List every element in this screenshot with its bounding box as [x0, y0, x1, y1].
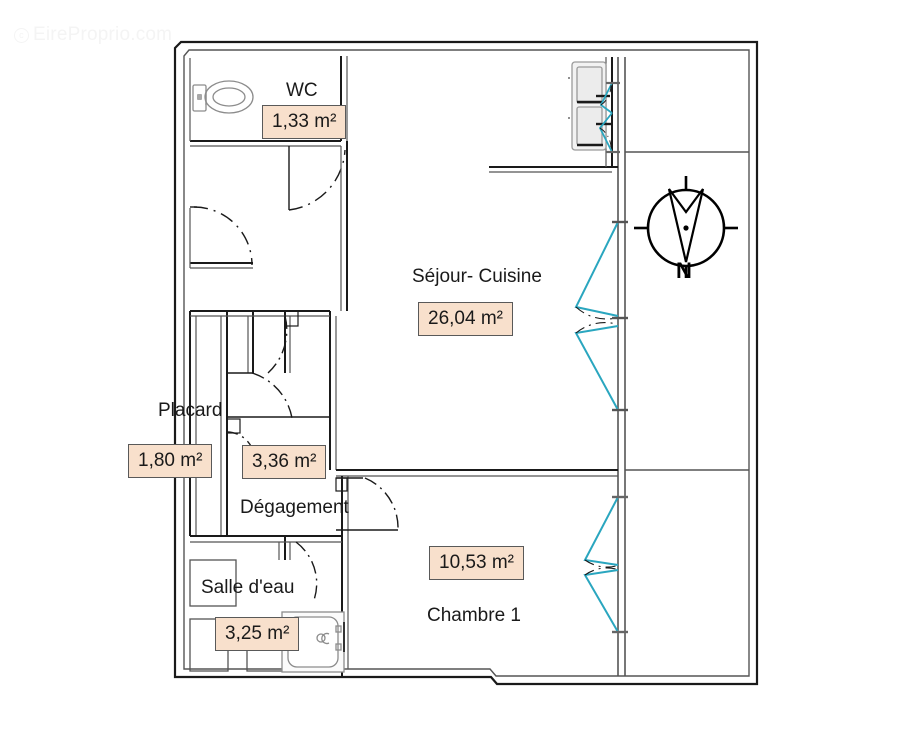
chambre-french-window-swing [584, 559, 617, 576]
room-label-chambre-1: Chambre 1 [427, 605, 521, 626]
chambre-french-window-opening [583, 496, 619, 633]
compass-north-label: N [676, 258, 692, 283]
closet-door-swings [226, 310, 330, 449]
room-label-placard: Placard [158, 400, 223, 421]
sejour-french-window-opening [574, 221, 619, 411]
salle-eau-door-swing [295, 541, 318, 601]
room-label-wc: WC [286, 80, 318, 101]
entry-walls-thin [189, 208, 253, 269]
wc-wall-thin [189, 56, 348, 147]
sejour-french-window-jambs [612, 220, 628, 412]
area-box-placard: 1,80 m² [128, 444, 213, 478]
salle-eau-walls-thin [190, 541, 342, 560]
area-box-degagement: 3,36 m² [242, 445, 327, 479]
salle-eau-walls [190, 535, 342, 560]
area-box-wc: 1,33 m² [262, 105, 347, 139]
entry-door-swing [190, 206, 253, 266]
kitchen-window-jambs [606, 81, 620, 154]
room-label-degagement: Dégagement [240, 497, 349, 518]
outer-wall-inner-line [183, 49, 750, 677]
wc-door-swing [288, 146, 346, 211]
outer-wall [173, 40, 759, 686]
area-box-sejour-cuisine: 26,04 m² [418, 302, 513, 336]
area-box-chambre-1: 10,53 m² [429, 546, 524, 580]
chambre-door-swing [335, 477, 399, 531]
toilet-icon [192, 80, 254, 114]
watermark-text: EireProprio.com [33, 24, 173, 45]
room-label-sejour-cuisine: Séjour- Cuisine [412, 266, 542, 287]
sejour-french-window-swing [575, 306, 617, 334]
chambre-french-window-jambs [612, 495, 628, 634]
balcony-partitions [625, 151, 749, 471]
balcony-terrace [617, 57, 626, 676]
copyright-icon: c [14, 28, 29, 43]
area-box-salle-d-eau: 3,25 m² [215, 617, 300, 651]
shower-tray-icon [281, 611, 345, 673]
compass-rose-icon [634, 176, 738, 278]
room-label-salle-d-eau: Salle d'eau [201, 577, 295, 598]
watermark: c EireProprio.com [14, 24, 172, 46]
kitchen-window-swing [599, 84, 612, 151]
kitchen-units-icon [568, 61, 607, 151]
